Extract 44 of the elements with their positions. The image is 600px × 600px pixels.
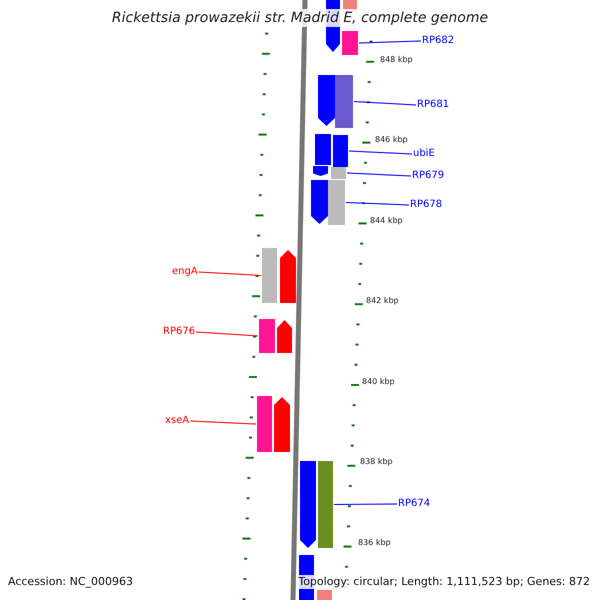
footer-text: Accession: NC_000963 bbox=[8, 575, 134, 589]
gene-block bbox=[274, 397, 290, 452]
leader-line bbox=[196, 332, 258, 336]
gene-label: RP679 bbox=[412, 169, 444, 183]
gene-label: ubiE bbox=[413, 147, 435, 161]
gene-block bbox=[277, 320, 292, 353]
gene-block bbox=[333, 135, 348, 167]
gene-block bbox=[331, 167, 346, 179]
gene-block bbox=[300, 461, 316, 548]
gene-label: xseA bbox=[165, 414, 190, 428]
scale-label: 836 kbp bbox=[358, 538, 391, 547]
gene-label: RP682 bbox=[422, 34, 454, 48]
leader-line bbox=[354, 101, 416, 106]
gene-label: RP681 bbox=[417, 98, 450, 112]
leader-line bbox=[358, 40, 422, 44]
leader-line bbox=[198, 272, 262, 276]
scale-label: 838 kbp bbox=[360, 457, 393, 466]
gene-block bbox=[342, 31, 358, 55]
scale-label: 844 kbp bbox=[370, 216, 403, 225]
gene-block bbox=[335, 75, 353, 128]
scale-label: 848 kbp bbox=[380, 55, 413, 64]
gene-label: RP678 bbox=[410, 198, 442, 212]
gene-block bbox=[317, 590, 332, 600]
gene-block bbox=[328, 180, 345, 225]
gene-block bbox=[311, 180, 328, 224]
leader-line bbox=[348, 150, 412, 154]
leader-line bbox=[346, 172, 412, 176]
gene-block bbox=[259, 319, 275, 353]
scale-label: 842 kbp bbox=[366, 296, 399, 305]
footer-text: Topology: circular; Length: 1,111,523 bp; Genes: 872 bbox=[298, 575, 590, 589]
leader-line bbox=[334, 504, 398, 505]
gene-label: RP676 bbox=[163, 325, 196, 339]
scale-label: 840 kbp bbox=[362, 377, 395, 386]
gene-block bbox=[257, 396, 272, 452]
gene-label: RP674 bbox=[398, 497, 430, 511]
gene-label: engA bbox=[172, 265, 198, 279]
title: Rickettsia prowazekii str. Madrid E, complete genome bbox=[112, 9, 488, 27]
leader-line bbox=[190, 420, 256, 424]
gene-block bbox=[262, 248, 277, 303]
scale-label: 846 kbp bbox=[375, 135, 408, 144]
gene-block bbox=[318, 75, 335, 126]
gene-block bbox=[318, 461, 333, 548]
gene-block bbox=[280, 250, 296, 303]
leader-line bbox=[346, 202, 410, 206]
